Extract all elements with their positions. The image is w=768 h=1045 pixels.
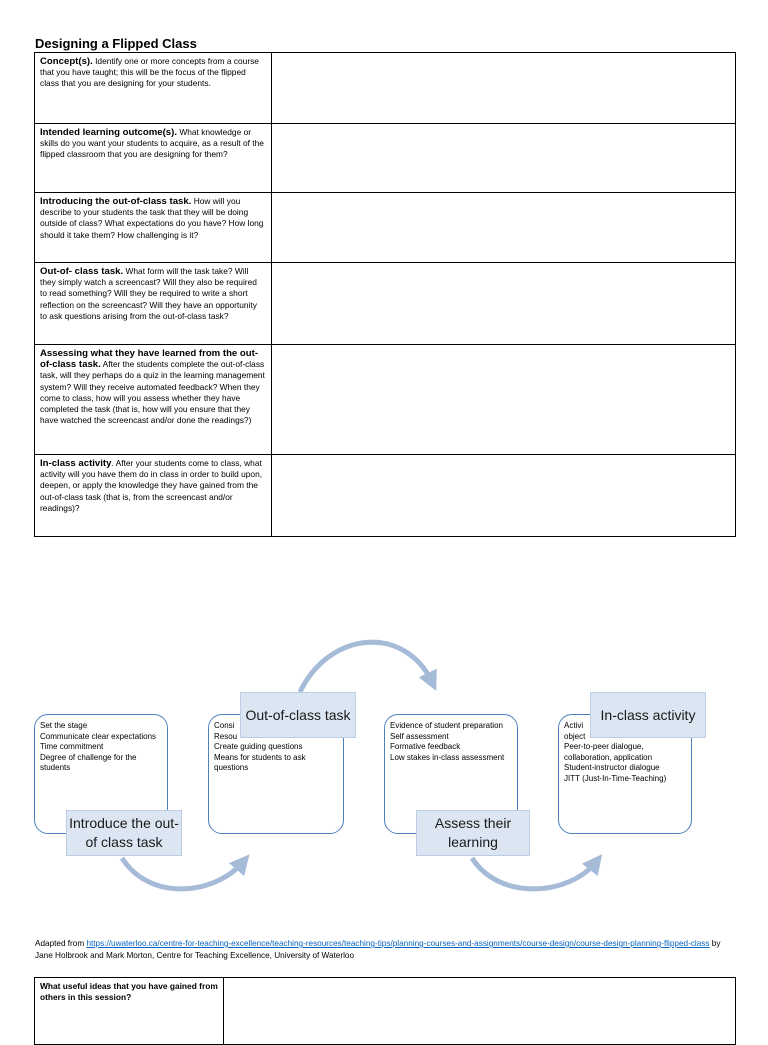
prompt-text: What knowledge or skills do you want you… [40, 127, 264, 160]
stage-item: Degree of challenge for the students [40, 752, 137, 773]
prompt-heading: Out-of- class task. [40, 266, 124, 277]
table-row: Intended learning outcome(s). What knowl… [34, 123, 736, 193]
session-answer-cell[interactable] [223, 977, 736, 1045]
stage-item: Student-instructor dialogue [564, 763, 660, 773]
stage-item: Create guiding questions [214, 742, 303, 752]
prompt-text: . After your students come to class, wha… [40, 458, 263, 513]
prompt-text: After the students complete the out-of-c… [40, 359, 265, 426]
stage-item: JITT (Just-In-Time-Teaching) [564, 773, 667, 783]
attribution: Adapted from https://uwaterloo.ca/centre… [35, 938, 735, 962]
arrow-bottom-left [119, 854, 250, 892]
stage-label-assess: Assess their learning [416, 810, 530, 856]
stage-item: Resou [214, 731, 238, 741]
attribution-suffix: by Jane Holbrook and Mark Morton, Centre… [35, 939, 721, 960]
answer-cell[interactable] [271, 454, 736, 537]
arrow-top [297, 639, 437, 694]
prompt-cell: Out-of- class task. What form will the t… [34, 262, 272, 345]
stage-item: Evidence of student preparation [390, 721, 503, 730]
prompt-cell: Concept(s). Identify one or more concept… [34, 52, 272, 124]
prompt-heading: Assessing what they have learned from th… [40, 348, 259, 371]
attribution-prefix: Adapted from [35, 939, 87, 948]
stage-box-introduce: Set the stage Communicate clear expectat… [34, 714, 168, 834]
prompt-cell: In-class activity. After your students c… [34, 454, 272, 537]
prompt-text: What form will the task take? Will they … [40, 266, 257, 321]
stage-item: Consi [214, 721, 235, 730]
stage-label-out-of-class: Out-of-class task [240, 692, 356, 738]
prompt-text: Identify one or more concepts from a cou… [40, 56, 259, 89]
session-prompt: What useful ideas that you have gained f… [34, 977, 224, 1045]
table-row: In-class activity. After your students c… [34, 454, 736, 537]
stage-item: Time commitment [40, 742, 104, 752]
stage-item: object [564, 731, 586, 741]
prompt-cell: Introducing the out-of-class task. How w… [34, 192, 272, 263]
stage-item: Set the stage [40, 721, 88, 730]
prompt-heading: Concept(s). [40, 56, 93, 67]
stage-item: Self assessment [390, 731, 449, 741]
answer-cell[interactable] [271, 52, 736, 124]
session-table: What useful ideas that you have gained f… [34, 977, 736, 1045]
stage-label-in-class: In-class activity [590, 692, 706, 738]
source-link[interactable]: https://uwaterloo.ca/centre-for-teaching… [86, 939, 710, 948]
table-row: Out-of- class task. What form will the t… [34, 262, 736, 345]
answer-cell[interactable] [271, 123, 736, 193]
prompt-heading: Intended learning outcome(s). [40, 127, 177, 138]
table-row: Assessing what they have learned from th… [34, 344, 736, 455]
prompt-text: How will you describe to your students t… [40, 196, 264, 240]
arrow-bottom-right [469, 854, 603, 892]
table-row: Introducing the out-of-class task. How w… [34, 192, 736, 263]
stage-item: Peer-to-peer dialogue, collaboration, ap… [564, 742, 653, 762]
stage-label-introduce: Introduce the out-of class task [66, 810, 182, 856]
answer-cell[interactable] [271, 262, 736, 345]
answer-cell[interactable] [271, 192, 736, 263]
stage-item: Formative feedback [390, 742, 461, 752]
cycle-arrows [119, 639, 603, 892]
prompt-cell: Intended learning outcome(s). What knowl… [34, 123, 272, 193]
stage-item: Communicate clear expectations [40, 731, 157, 741]
flipped-class-cycle-diagram: Set the stage Communicate clear expectat… [0, 630, 768, 910]
stage-item: Activi [564, 721, 584, 730]
stage-item: Means for students to ask questions [214, 752, 306, 773]
page-title: Designing a Flipped Class [35, 36, 197, 51]
prompt-cell: Assessing what they have learned from th… [34, 344, 272, 455]
table-row: What useful ideas that you have gained f… [34, 977, 736, 1045]
answer-cell[interactable] [271, 344, 736, 455]
prompt-heading: Introducing the out-of-class task. [40, 196, 192, 207]
planning-table: Concept(s). Identify one or more concept… [34, 52, 736, 537]
table-row: Concept(s). Identify one or more concept… [34, 52, 736, 124]
stage-item: Low stakes in-class assessment [390, 752, 505, 762]
prompt-heading: In-class activity [40, 458, 112, 469]
